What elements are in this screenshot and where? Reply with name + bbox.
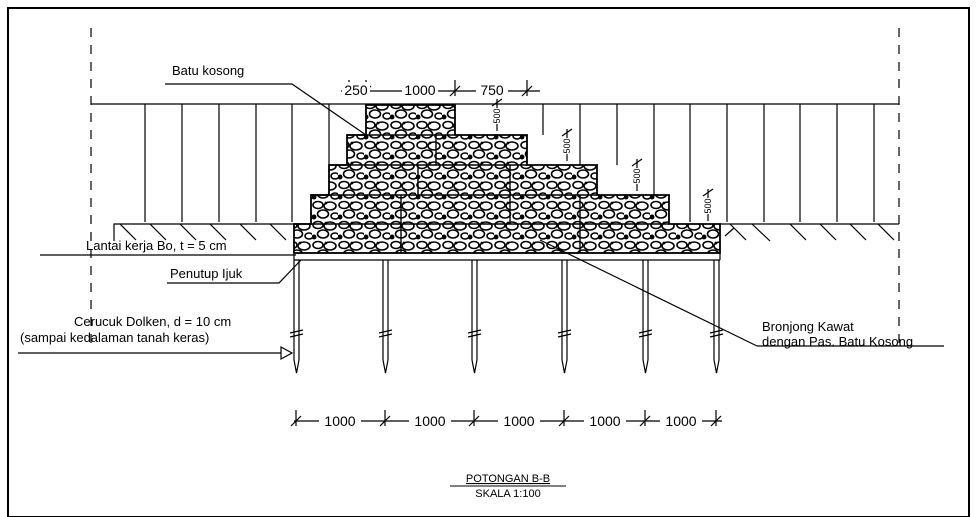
pile-spacing-1: 1000 bbox=[324, 413, 355, 429]
label-cerucuk-1: Cerucuk Dolken, d = 10 cm bbox=[74, 314, 231, 329]
lantai-kerja-band bbox=[293, 252, 721, 261]
pile bbox=[557, 260, 572, 374]
pile bbox=[467, 260, 482, 374]
step-height-1: 500 bbox=[492, 108, 502, 123]
dim-top-1000: 1000 bbox=[404, 82, 435, 98]
top-dimension-line bbox=[341, 80, 540, 97]
pile bbox=[709, 260, 724, 374]
soil-surface bbox=[113, 223, 899, 242]
pile bbox=[638, 260, 653, 374]
dim-top-250: 250 bbox=[344, 82, 368, 98]
section-title: POTONGAN B-B bbox=[466, 473, 550, 485]
step-height-4: 500 bbox=[703, 198, 713, 213]
label-lantai-kerja: Lantai kerja Bo, t = 5 cm bbox=[86, 238, 227, 253]
scale-text: SKALA 1:100 bbox=[475, 488, 540, 500]
leader-lines bbox=[18, 83, 944, 361]
label-batu-kosong: Batu kosong bbox=[172, 63, 244, 78]
label-bronjong-2: dengan Pas. Batu Kosong bbox=[762, 334, 913, 349]
dim-top-750: 750 bbox=[480, 82, 504, 98]
sheet-border bbox=[7, 7, 970, 517]
cerucuk-piles bbox=[289, 260, 724, 374]
pile bbox=[289, 260, 304, 374]
pile-spacing-4: 1000 bbox=[589, 413, 620, 429]
label-penutup-ijuk: Penutup Ijuk bbox=[170, 266, 243, 281]
water-hatching bbox=[91, 103, 899, 222]
boundary-lines bbox=[90, 28, 900, 350]
label-bronjong-1: Bronjong Kawat bbox=[762, 319, 854, 334]
pile bbox=[378, 260, 393, 374]
pile-spacing-2: 1000 bbox=[414, 413, 445, 429]
label-cerucuk-2: (sampai kedalaman tanah keras) bbox=[20, 330, 209, 345]
gabion-structure bbox=[293, 104, 721, 254]
pile-spacing-3: 1000 bbox=[503, 413, 534, 429]
pile-spacing-5: 1000 bbox=[665, 413, 696, 429]
step-height-2: 500 bbox=[562, 138, 572, 153]
step-height-3: 500 bbox=[632, 168, 642, 183]
